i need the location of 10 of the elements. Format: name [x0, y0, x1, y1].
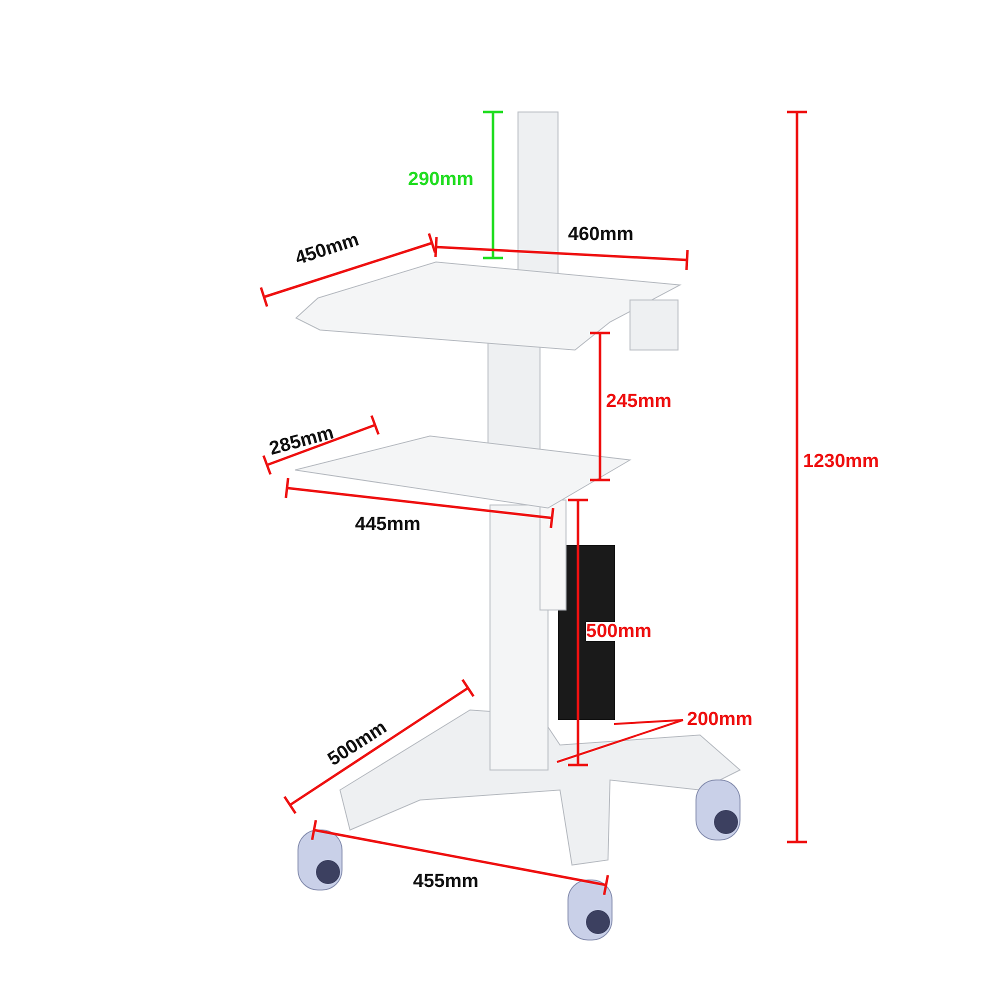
dimension-label: 460mm — [568, 225, 634, 244]
dimension-label: 500mm — [586, 622, 652, 641]
dimension-label: 245mm — [606, 392, 672, 411]
dimension-label: 290mm — [408, 170, 474, 189]
dimension-label: 450mm — [293, 230, 362, 269]
dimension-label: 1230mm — [803, 452, 880, 471]
dimension-label: 200mm — [687, 710, 752, 729]
dimension-label: 445mm — [355, 515, 420, 534]
dimension-label: 455mm — [413, 872, 478, 891]
dimension-label: 285mm — [268, 423, 336, 459]
